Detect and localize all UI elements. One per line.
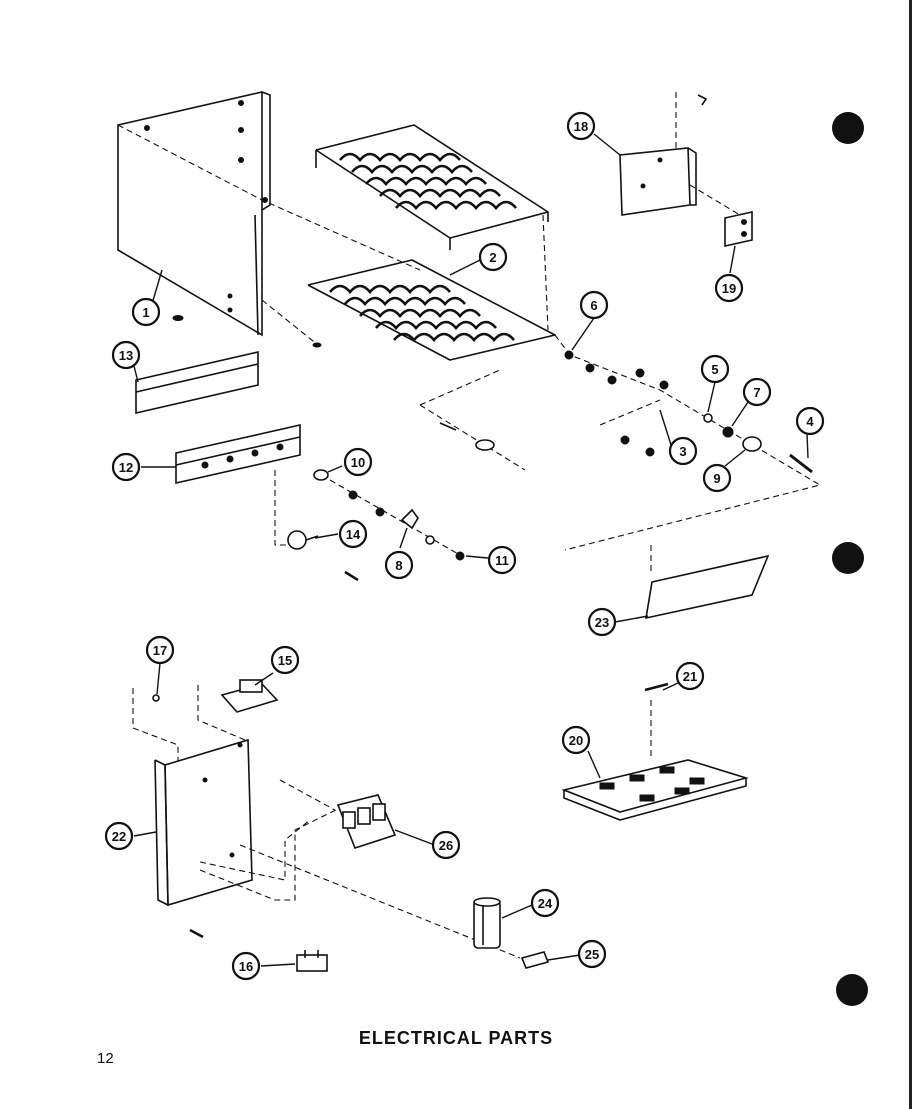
- callout-16: 16: [231, 951, 261, 981]
- callout-19: 19: [714, 273, 744, 303]
- svg-text:1: 1: [142, 305, 149, 320]
- part-heater-element-upper: [315, 124, 549, 250]
- callout-24: 24: [530, 888, 560, 918]
- part-16-relay: [296, 950, 328, 972]
- callout-6: 6: [579, 290, 609, 320]
- callout-1: 1: [131, 297, 161, 327]
- part-15-transformer: [220, 679, 279, 713]
- callout-22: 22: [104, 821, 134, 851]
- svg-text:5: 5: [711, 362, 718, 377]
- svg-text:14: 14: [346, 527, 361, 542]
- callout-26: 26: [431, 830, 461, 860]
- svg-text:17: 17: [153, 643, 167, 658]
- svg-text:13: 13: [119, 348, 133, 363]
- part-housing-panel: [117, 91, 271, 337]
- svg-text:19: 19: [722, 281, 736, 296]
- part-8-clip: [400, 508, 419, 530]
- svg-text:4: 4: [806, 414, 814, 429]
- part-10-terminal: [313, 469, 329, 481]
- page-number: 12: [97, 1050, 114, 1067]
- svg-text:15: 15: [278, 653, 292, 668]
- part-24-capacitor: [473, 897, 501, 949]
- part-19-terminal-block: [724, 211, 753, 247]
- svg-text:26: 26: [439, 838, 453, 853]
- svg-text:21: 21: [683, 669, 697, 684]
- callout-25: 25: [577, 939, 607, 969]
- callout-13: 13: [111, 340, 141, 370]
- svg-text:2: 2: [489, 250, 496, 265]
- svg-text:6: 6: [590, 298, 597, 313]
- svg-text:16: 16: [239, 959, 253, 974]
- callout-5: 5: [700, 354, 730, 384]
- callout-15: 15: [270, 645, 300, 675]
- svg-text:12: 12: [119, 460, 133, 475]
- svg-text:18: 18: [574, 119, 588, 134]
- binder-hole-top: [832, 112, 864, 144]
- svg-text:11: 11: [495, 553, 509, 568]
- binder-hole-bottom: [836, 974, 868, 1006]
- binder-hole-middle: [832, 542, 864, 574]
- svg-text:10: 10: [351, 455, 365, 470]
- svg-text:8: 8: [395, 558, 402, 573]
- part-26-contactor: [336, 794, 397, 849]
- callout-9: 9: [702, 463, 732, 493]
- svg-text:9: 9: [713, 471, 720, 486]
- part-bracket-13: [135, 350, 259, 415]
- callout-20: 20: [561, 725, 591, 755]
- svg-text:7: 7: [753, 385, 760, 400]
- part-hardware-chain: [564, 350, 813, 474]
- callout-18: 18: [566, 111, 596, 141]
- part-insulator: [475, 439, 495, 451]
- svg-text:22: 22: [112, 829, 126, 844]
- svg-text:3: 3: [679, 444, 686, 459]
- callout-4: 4: [795, 406, 825, 436]
- part-20-control-board: [561, 759, 749, 821]
- scan-edge: [909, 0, 912, 1109]
- part-25-strap: [520, 951, 550, 969]
- callout-3: 3: [668, 436, 698, 466]
- callout-21: 21: [675, 661, 705, 691]
- page-title: ELECTRICAL PARTS: [358, 1028, 554, 1048]
- callout-14: 14: [338, 519, 368, 549]
- svg-text:25: 25: [585, 947, 599, 962]
- part-18-box: [619, 147, 697, 216]
- part-22-control-panel: [154, 738, 253, 907]
- callout-23: 23: [587, 607, 617, 637]
- callout-2: 2: [478, 242, 508, 272]
- svg-text:20: 20: [569, 733, 583, 748]
- callout-10: 10: [343, 447, 373, 477]
- callout-8: 8: [384, 550, 414, 580]
- svg-text:23: 23: [595, 615, 609, 630]
- part-heater-element-lower: [307, 259, 556, 361]
- part-bracket-12: [175, 423, 301, 485]
- callout-7: 7: [742, 377, 772, 407]
- svg-text:24: 24: [538, 896, 553, 911]
- leader-lines: [133, 133, 809, 967]
- part-14-thermostat: [287, 530, 319, 550]
- callout-17: 17: [145, 635, 175, 665]
- callout-11: 11: [487, 545, 517, 575]
- callout-12: 12: [111, 452, 141, 482]
- part-23-cover-plate: [645, 554, 770, 620]
